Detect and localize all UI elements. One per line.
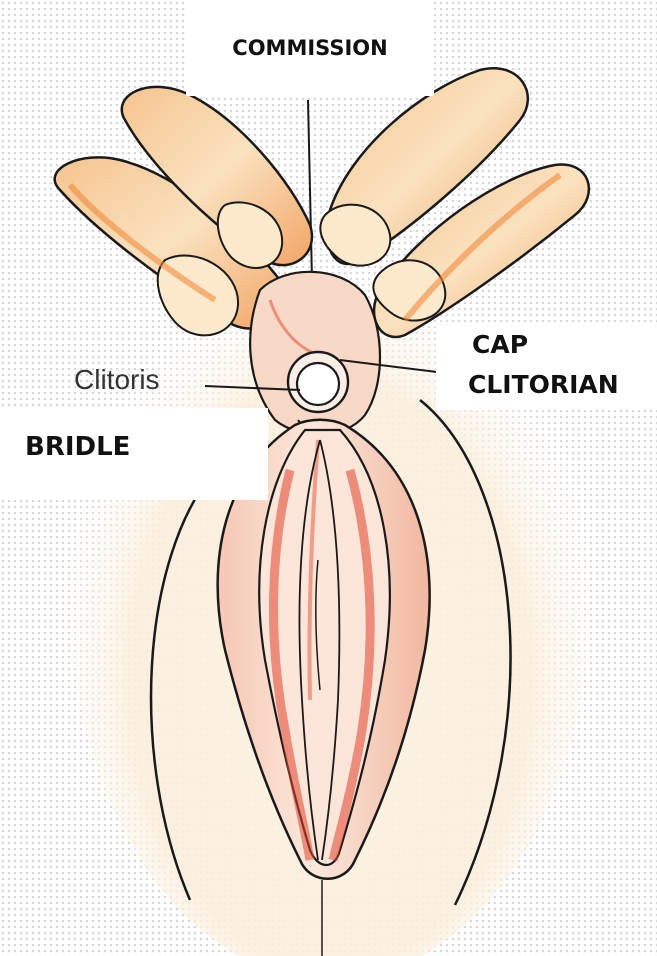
cap-label-line2: CLITORIAN (468, 370, 619, 399)
commission-label: COMMISSION (186, 0, 434, 96)
cap-label-line1: CAP (472, 330, 528, 359)
clitoris-label: Clitoris (74, 364, 160, 396)
bridle-label: BRIDLE (0, 408, 268, 500)
clitoris-inner (297, 363, 339, 405)
cap-clitorian-label: CAP CLITORIAN (436, 326, 657, 410)
